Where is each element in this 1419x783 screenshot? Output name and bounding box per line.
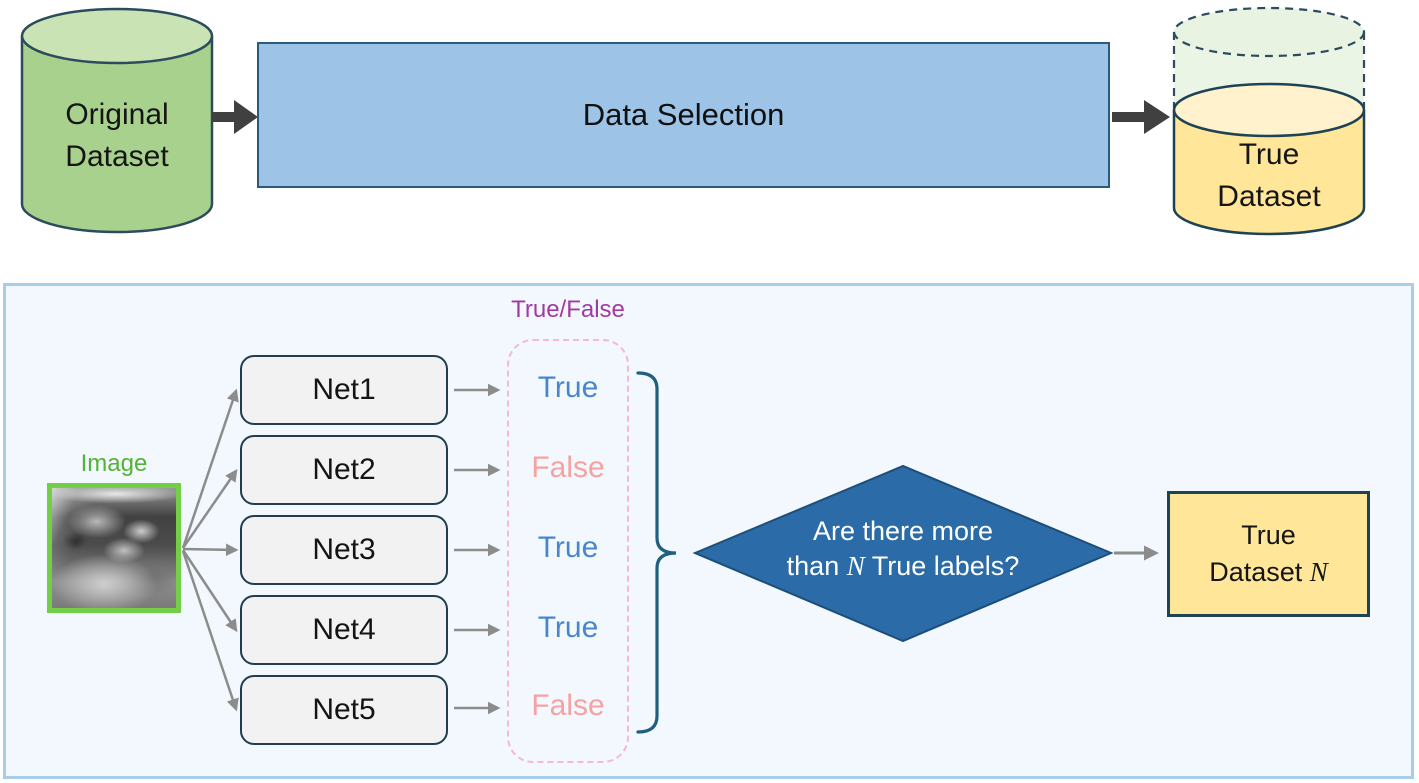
n-variable: N (1309, 557, 1328, 587)
flow-arrow-right-icon (1112, 100, 1170, 134)
data-selection-box: Data Selection (257, 42, 1110, 188)
data-selection-label: Data Selection (582, 97, 785, 132)
true-dataset-n-box: True Dataset N (1167, 491, 1370, 617)
flow-arrow-left-icon (212, 100, 258, 134)
true-dataset-label: True Dataset (1217, 138, 1321, 213)
image-label: Image (80, 450, 148, 477)
original-dataset-label: Original Dataset (65, 98, 169, 173)
net4-box: Net4 (240, 595, 448, 665)
net1-box: Net1 (240, 355, 448, 425)
result-net2: False (531, 451, 605, 484)
n-variable: N (846, 551, 865, 581)
ultrasound-image (47, 483, 181, 613)
decision-question: Are there more than N True labels? (786, 516, 1020, 581)
result-net5: False (531, 689, 605, 722)
result-net3: True (537, 531, 599, 564)
net2-box: Net2 (240, 435, 448, 505)
net5-box: Net5 (240, 675, 448, 745)
result-net1: True (537, 371, 599, 404)
true-false-dashed-box (507, 339, 629, 763)
true-false-title: True/False (511, 296, 625, 323)
net3-box: Net3 (240, 515, 448, 585)
result-net4: True (537, 611, 599, 644)
